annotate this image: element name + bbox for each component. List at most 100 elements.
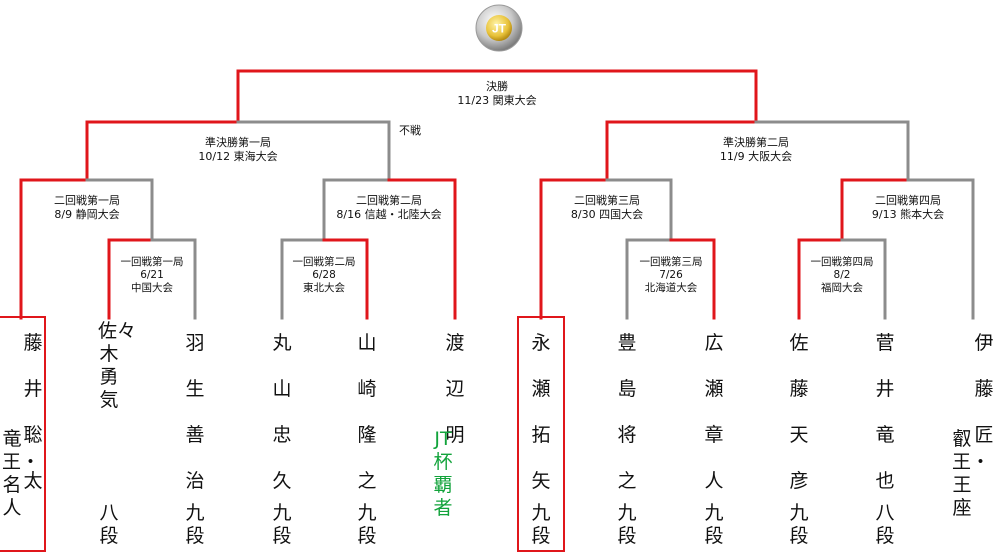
r2-4-detail: 9/13 熊本大会 <box>871 208 945 221</box>
player-name: 羽生善治 <box>185 332 205 492</box>
r1-3-label: 一回戦第三局 7/26 北海道大会 <box>639 256 703 295</box>
r1-2-date: 6/28 <box>312 269 336 281</box>
player-rank: 九段 <box>357 502 377 547</box>
r2-3-name: 二回戦第三局 <box>573 194 640 207</box>
r1-1-name: 一回戦第一局 <box>120 256 184 268</box>
r1-3-line-left <box>625 238 673 320</box>
r1-1-line-left <box>107 238 154 320</box>
final-label: 決勝 11/23 関東大会 <box>457 80 537 108</box>
semi1-line-right <box>236 120 391 182</box>
semi1-label: 準決勝第一局 10/12 東海大会 <box>198 136 278 164</box>
r2-4-name: 二回戦第四局 <box>874 194 941 207</box>
player-yamasaki: 山崎隆之 九段 <box>345 318 389 550</box>
player-name: 伊藤匠 <box>974 332 994 446</box>
player-sasaki: 佐々木勇気 八段 <box>87 318 137 550</box>
player-name-given: 渡辺明 <box>444 320 466 446</box>
player-rank: 九段 <box>617 502 637 547</box>
r2-4-line-left <box>840 178 910 242</box>
player-rank: 八段 <box>99 502 119 547</box>
player-ito: 伊藤匠 叡王・王座 <box>950 318 994 550</box>
r2-1-label: 二回戦第一局 8/9 静岡大会 <box>54 194 120 222</box>
r2-1-line-left <box>19 178 89 320</box>
semi2-detail: 11/9 大阪大会 <box>719 150 793 163</box>
trophy-label: JT <box>492 22 507 36</box>
r2-4-label: 二回戦第四局 9/13 熊本大会 <box>871 194 945 222</box>
player-name: 広瀬章人 <box>704 332 724 492</box>
final-line-left <box>236 69 499 124</box>
player-rank: 八段 <box>875 502 895 547</box>
player-toyoshima: 豊島将之 九段 <box>605 318 649 550</box>
player-name: 渡辺明 <box>445 332 465 446</box>
r2-1-line-right <box>85 178 154 242</box>
player-rank: 九段 <box>704 502 724 547</box>
player-name: 山崎隆之 <box>357 332 377 492</box>
r2-3-detail: 8/30 四国大会 <box>570 208 644 221</box>
semi2-name: 準決勝第二局 <box>722 136 789 149</box>
r1-2-name: 一回戦第二局 <box>292 256 356 268</box>
player-sato: 佐藤天彦 九段 <box>777 318 821 550</box>
r1-3-date: 7/26 <box>659 269 683 281</box>
player-rank: 九段 <box>531 502 551 547</box>
player-nagase: 永瀬拓矢 九段 <box>517 316 565 552</box>
player-sugai: 菅井竜也 八段 <box>863 318 907 550</box>
player-name: 菅井竜也 <box>875 332 895 492</box>
r1-2-label: 一回戦第二局 6/28 東北大会 <box>292 256 356 295</box>
player-name: 豊島将之 <box>617 332 637 492</box>
semi1-detail: 10/12 東海大会 <box>198 150 278 163</box>
final-detail: 11/23 関東大会 <box>457 94 537 107</box>
r1-2-line-left <box>280 238 326 320</box>
player-maruyama: 丸山忠久 九段 <box>260 318 304 550</box>
r1-4-label: 一回戦第四局 8/2 福岡大会 <box>810 256 874 295</box>
r2-3-line-left <box>539 178 609 320</box>
player-title: 叡王・王座 <box>952 428 991 519</box>
player-hirose: 広瀬章人 九段 <box>692 318 736 550</box>
player-watanabe: 渡辺明 JT杯覇者 <box>433 318 477 550</box>
player-rank: 九段 <box>789 502 809 547</box>
r2-4-line-right <box>906 178 975 320</box>
player-name: 藤井聡太 <box>23 332 43 492</box>
r1-3-line-right <box>669 238 716 320</box>
jt-trophy-emblem: JT <box>475 4 523 52</box>
r1-1-label: 一回戦第一局 6/21 中国大会 <box>120 256 184 295</box>
semi2-line-left <box>605 120 758 182</box>
player-rank: 九段 <box>272 502 292 547</box>
r2-1-detail: 8/9 静岡大会 <box>54 208 120 221</box>
r1-3-venue: 北海道大会 <box>644 282 698 294</box>
semi1-name: 準決勝第一局 <box>204 136 271 149</box>
r1-4-line-right <box>840 238 887 320</box>
semi2-label: 準決勝第二局 11/9 大阪大会 <box>719 136 793 164</box>
r1-1-venue: 中国大会 <box>131 282 173 294</box>
player-habu: 羽生善治 九段 <box>173 318 217 550</box>
r2-1-name: 二回戦第一局 <box>54 194 120 207</box>
semi1-line-left <box>85 120 240 182</box>
r1-3-name: 一回戦第三局 <box>639 256 703 268</box>
r2-2-detail: 8/16 信越・北陸大会 <box>336 208 442 221</box>
r2-2-line-right <box>387 178 457 320</box>
semi2-line-right <box>754 120 910 182</box>
bye-note: 不戦 <box>399 124 421 137</box>
r2-3-label: 二回戦第三局 8/30 四国大会 <box>570 194 644 222</box>
r1-1-line-right <box>150 238 197 320</box>
r1-4-venue: 福岡大会 <box>821 282 863 294</box>
player-name: 永瀬拓矢 <box>531 332 551 492</box>
player-fujii: 藤井聡太 竜王・名人 <box>0 316 46 552</box>
player-name: 丸山忠久 <box>272 332 292 492</box>
r2-2-name: 二回戦第二局 <box>355 194 422 207</box>
r1-4-line-left <box>797 238 844 320</box>
player-title: JT杯覇者 <box>433 428 453 519</box>
final-name: 決勝 <box>485 80 508 93</box>
player-title: 竜王・名人 <box>2 428 41 519</box>
r1-2-line-right <box>322 238 369 320</box>
player-name: 佐藤天彦 <box>789 332 809 492</box>
player-rank: 九段 <box>185 502 205 547</box>
r1-4-name: 一回戦第四局 <box>810 256 874 268</box>
r2-3-line-right <box>605 178 673 242</box>
r1-2-venue: 東北大会 <box>303 282 345 294</box>
r2-2-line-left <box>322 178 391 242</box>
r1-4-date: 8/2 <box>833 269 851 281</box>
final-line-right <box>495 69 758 124</box>
r1-1-date: 6/21 <box>140 269 164 281</box>
r2-2-label: 二回戦第二局 8/16 信越・北陸大会 <box>336 194 442 222</box>
player-name: 佐々木勇気 <box>98 320 137 411</box>
